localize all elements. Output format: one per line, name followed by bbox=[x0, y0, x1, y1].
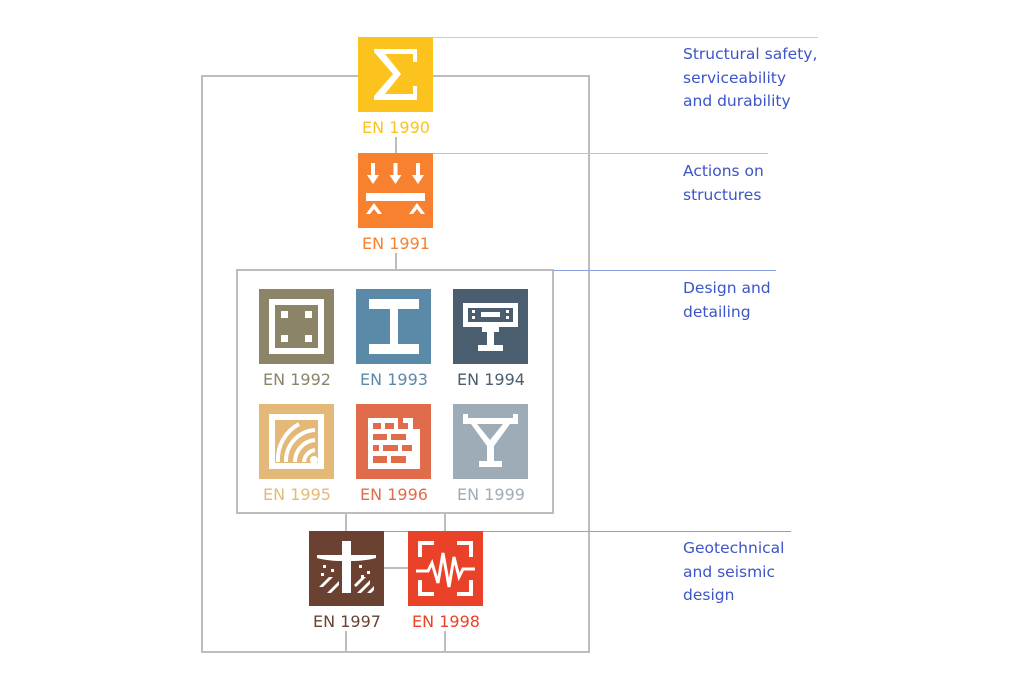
label-en-1998: EN 1998 bbox=[412, 612, 480, 631]
description-line: serviceability bbox=[683, 68, 787, 87]
tile-en-1994[interactable] bbox=[453, 289, 528, 364]
concrete-section-icon bbox=[269, 299, 324, 354]
tile-en-1997[interactable] bbox=[309, 531, 384, 606]
leader-line-design bbox=[553, 270, 776, 271]
tile-en-1998[interactable] bbox=[408, 531, 483, 606]
leader-line-actions bbox=[433, 153, 768, 154]
leader-line-geotechnical bbox=[384, 531, 791, 532]
seismic-wave-icon bbox=[416, 541, 475, 596]
description-line: Geotechnical bbox=[683, 539, 785, 557]
description-line: structures bbox=[683, 185, 762, 204]
label-en-1996: EN 1996 bbox=[360, 485, 428, 504]
description-line: design bbox=[683, 586, 735, 604]
description-line: Design and bbox=[683, 279, 771, 297]
description-line: and durability bbox=[683, 92, 791, 110]
tile-en-1996[interactable] bbox=[356, 404, 431, 479]
label-en-1992: EN 1992 bbox=[263, 370, 331, 389]
description-line: detailing bbox=[683, 302, 751, 321]
tile-en-1993[interactable] bbox=[356, 289, 431, 364]
description-line: Structural safety, bbox=[683, 45, 818, 63]
description-design: Design and detailing bbox=[683, 277, 771, 324]
timber-rings-icon bbox=[269, 414, 324, 469]
description-actions: Actions on structures bbox=[683, 160, 764, 207]
connector bbox=[345, 513, 347, 531]
label-en-1990: EN 1990 bbox=[362, 118, 430, 137]
description-safety: Structural safety, serviceability and du… bbox=[683, 43, 817, 114]
connector bbox=[345, 631, 347, 652]
tile-en-1992[interactable] bbox=[259, 289, 334, 364]
label-en-1994: EN 1994 bbox=[457, 370, 525, 389]
connector bbox=[444, 631, 446, 652]
leader-line-safety bbox=[433, 37, 818, 38]
loads-on-beam-icon bbox=[366, 163, 425, 214]
tile-en-1999[interactable] bbox=[453, 404, 528, 479]
steel-i-beam-icon bbox=[369, 299, 419, 354]
tile-en-1990[interactable] bbox=[358, 37, 433, 112]
connector bbox=[395, 253, 397, 270]
connector bbox=[444, 513, 446, 531]
aluminium-profile-icon bbox=[463, 414, 518, 467]
label-en-1995: EN 1995 bbox=[263, 485, 331, 504]
sigma-icon bbox=[374, 49, 417, 100]
label-en-1999: EN 1999 bbox=[457, 485, 525, 504]
description-geotechnical: Geotechnical and seismic design bbox=[683, 537, 784, 608]
connector bbox=[202, 74, 358, 76]
label-en-1991: EN 1991 bbox=[362, 234, 430, 253]
label-en-1993: EN 1993 bbox=[360, 370, 428, 389]
composite-beam-icon bbox=[463, 303, 518, 351]
connector bbox=[395, 137, 397, 153]
tile-en-1995[interactable] bbox=[259, 404, 334, 479]
masonry-bricks-icon bbox=[368, 418, 420, 469]
foundation-pile-icon bbox=[317, 541, 376, 593]
tile-en-1991[interactable] bbox=[358, 153, 433, 228]
description-line: and seismic bbox=[683, 562, 776, 581]
description-line: Actions on bbox=[683, 162, 764, 180]
label-en-1997: EN 1997 bbox=[313, 612, 381, 631]
connector bbox=[384, 567, 408, 569]
